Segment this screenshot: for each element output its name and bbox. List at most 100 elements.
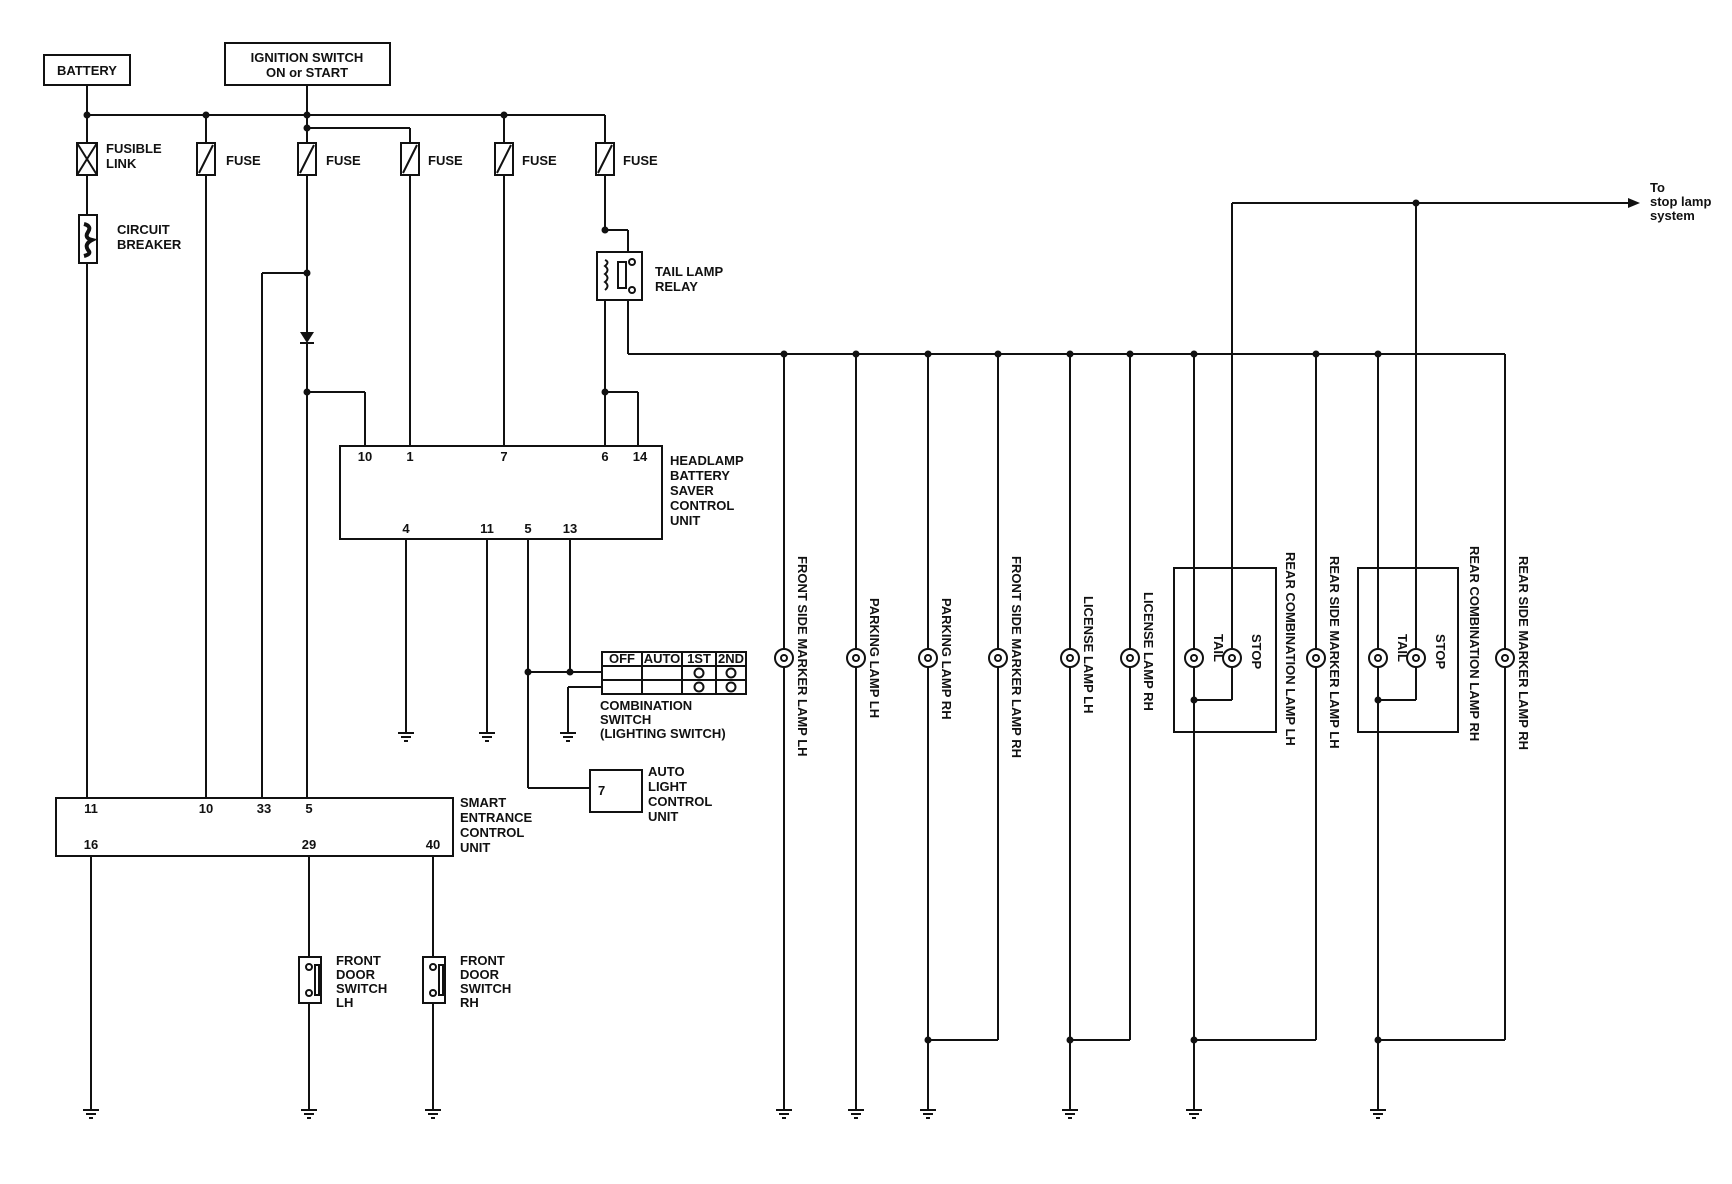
ground-icon bbox=[776, 1109, 792, 1119]
door-switch-lh-label-2: DOOR bbox=[336, 967, 376, 982]
fuse-label-1: FUSE bbox=[226, 153, 261, 168]
door-switch-rh-label-4: RH bbox=[460, 995, 479, 1010]
headlamp-pin: 14 bbox=[633, 449, 648, 464]
rear-combo-rh-label: REAR COMBINATION LAMP RH bbox=[1467, 546, 1482, 741]
lamp-label: LICENSE LAMP LH bbox=[1081, 596, 1096, 714]
tail-lamp-relay-label-1: TAIL LAMP bbox=[655, 264, 723, 279]
tail-lamp-relay-icon bbox=[596, 251, 643, 301]
lamp-bulb-icon bbox=[1184, 648, 1204, 668]
headlamp-pin: 10 bbox=[358, 449, 372, 464]
lamp-label: FRONT SIDE MARKER LAMP RH bbox=[1009, 556, 1024, 758]
fuse-label-3: FUSE bbox=[428, 153, 463, 168]
lamp-label: PARKING LAMP LH bbox=[867, 598, 882, 718]
smart-entrance-label-1: SMART bbox=[460, 795, 506, 810]
combination-switch-header: OFF bbox=[609, 651, 635, 666]
smart-entrance-pin: 11 bbox=[84, 801, 98, 816]
lamp-bulb-icon bbox=[1368, 648, 1388, 668]
lamp-label: PARKING LAMP RH bbox=[939, 598, 954, 720]
smart-entrance-label-2: ENTRANCE bbox=[460, 810, 533, 825]
combination-switch-label-2: SWITCH bbox=[600, 712, 651, 727]
auto-light-label-4: UNIT bbox=[648, 809, 678, 824]
fusible-link-icon bbox=[76, 142, 98, 176]
fuse-icon bbox=[595, 142, 615, 176]
smart-entrance-pin: 33 bbox=[257, 801, 271, 816]
fuse-icon bbox=[494, 142, 514, 176]
ground-icon bbox=[398, 732, 414, 742]
auto-light-control-unit bbox=[589, 769, 643, 813]
door-switch-lh-label-3: SWITCH bbox=[336, 981, 387, 996]
stop-lamp-note-1: To bbox=[1650, 180, 1665, 195]
headlamp-pin: 1 bbox=[406, 449, 413, 464]
circuit-breaker-label-1: CIRCUIT bbox=[117, 222, 170, 237]
headlamp-unit-label-2: BATTERY bbox=[670, 468, 730, 483]
ground-icon bbox=[479, 732, 495, 742]
fuse-icon bbox=[400, 142, 420, 176]
lamp-label: REAR SIDE MARKER LAMP RH bbox=[1516, 556, 1531, 750]
combination-switch-header: 2ND bbox=[718, 651, 744, 666]
lamp-label: LICENSE LAMP RH bbox=[1141, 592, 1156, 711]
ignition-switch-label-1: IGNITION SWITCH bbox=[251, 50, 364, 65]
headlamp-battery-saver-unit bbox=[339, 445, 663, 540]
ground-icon bbox=[83, 1109, 99, 1119]
headlamp-unit-label-5: UNIT bbox=[670, 513, 700, 528]
smart-entrance-label-4: UNIT bbox=[460, 840, 490, 855]
diode-icon bbox=[300, 332, 314, 344]
ignition-switch-label-2: ON or START bbox=[266, 65, 348, 80]
front-door-switch-lh-icon bbox=[298, 956, 322, 1004]
rear-combination-lamp-rh-box bbox=[1357, 567, 1459, 733]
lamp-bulb-icon bbox=[1120, 648, 1140, 668]
auto-light-label-2: LIGHT bbox=[648, 779, 687, 794]
circuit-breaker-icon bbox=[78, 214, 98, 264]
combination-switch-header: 1ST bbox=[687, 651, 711, 666]
smart-entrance-label-3: CONTROL bbox=[460, 825, 524, 840]
headlamp-unit-label-4: CONTROL bbox=[670, 498, 734, 513]
ground-icon bbox=[560, 732, 576, 742]
lamp-bulb-icon bbox=[1495, 648, 1515, 668]
tail-lamp-relay-label-2: RELAY bbox=[655, 279, 698, 294]
ground-icon bbox=[920, 1109, 936, 1119]
ground-icon bbox=[301, 1109, 317, 1119]
smart-entrance-pin: 40 bbox=[426, 837, 440, 852]
ground-icon bbox=[1186, 1109, 1202, 1119]
stop-lamp-note-2: stop lamp bbox=[1650, 194, 1711, 209]
combination-switch-label-3: (LIGHTING SWITCH) bbox=[600, 726, 726, 741]
rear-combo-lh-tail: TAIL bbox=[1211, 634, 1226, 662]
lamp-bulb-icon bbox=[774, 648, 794, 668]
arrow-right-icon bbox=[1628, 198, 1640, 208]
door-switch-rh-label-2: DOOR bbox=[460, 967, 500, 982]
ground-icon bbox=[1370, 1109, 1386, 1119]
lamp-bulb-icon bbox=[1222, 648, 1242, 668]
combination-switch-header: AUTO bbox=[644, 651, 681, 666]
lamp-label: REAR SIDE MARKER LAMP LH bbox=[1327, 556, 1342, 749]
combination-switch-table bbox=[601, 651, 747, 695]
smart-entrance-control-unit bbox=[55, 797, 454, 857]
fuse-icon bbox=[297, 142, 317, 176]
door-switch-lh-label-1: FRONT bbox=[336, 953, 381, 968]
headlamp-unit-label-3: SAVER bbox=[670, 483, 714, 498]
smart-entrance-pin: 5 bbox=[305, 801, 312, 816]
circuit-breaker-label-2: BREAKER bbox=[117, 237, 182, 252]
headlamp-pin: 6 bbox=[601, 449, 608, 464]
lamp-label: FRONT SIDE MARKER LAMP LH bbox=[795, 556, 810, 757]
rear-combo-rh-stop: STOP bbox=[1433, 634, 1448, 669]
lamp-bulb-icon bbox=[846, 648, 866, 668]
lamp-bulb-icon bbox=[918, 648, 938, 668]
front-door-switch-rh-icon bbox=[422, 956, 446, 1004]
rear-combination-lamp-lh-box bbox=[1173, 567, 1277, 733]
fuse-label-4: FUSE bbox=[522, 153, 557, 168]
combination-switch-label-1: COMBINATION bbox=[600, 698, 692, 713]
headlamp-pin: 4 bbox=[402, 521, 410, 536]
rear-combo-lh-stop: STOP bbox=[1249, 634, 1264, 669]
headlamp-pin: 11 bbox=[480, 521, 494, 536]
rear-combo-rh-tail: TAIL bbox=[1395, 634, 1410, 662]
battery-label: BATTERY bbox=[57, 63, 117, 78]
smart-entrance-pin: 29 bbox=[302, 837, 316, 852]
fuse-label-5: FUSE bbox=[623, 153, 658, 168]
lamp-bulb-icon bbox=[988, 648, 1008, 668]
stop-lamp-note-3: system bbox=[1650, 208, 1695, 223]
smart-entrance-pin: 16 bbox=[84, 837, 98, 852]
ignition-switch-box bbox=[224, 42, 391, 86]
ground-icon bbox=[1062, 1109, 1078, 1119]
headlamp-pin: 13 bbox=[563, 521, 577, 536]
